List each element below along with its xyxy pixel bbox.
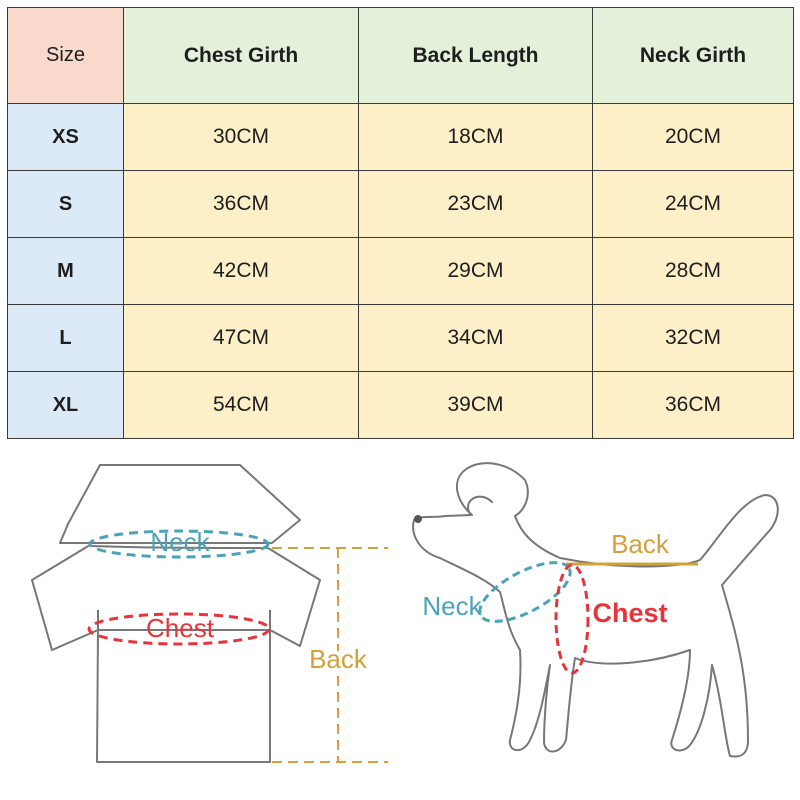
neck-cell: 28CM <box>592 237 794 305</box>
size-cell: M <box>7 237 124 305</box>
shirt-back-label: Back <box>309 644 368 674</box>
neck-cell: 24CM <box>592 170 794 238</box>
back-cell: 39CM <box>358 371 593 439</box>
chest-cell: 42CM <box>123 237 359 305</box>
shirt-neck-label: Neck <box>150 527 210 557</box>
table-row: M 42CM 29CM 28CM <box>7 237 794 305</box>
back-cell: 23CM <box>358 170 593 238</box>
neck-cell: 36CM <box>592 371 794 439</box>
shirt-chest-ellipse <box>87 612 271 646</box>
header-chest-girth: Chest Girth <box>123 7 359 104</box>
table-row: L 47CM 34CM 32CM <box>7 304 794 372</box>
measurement-diagram: Neck Chest Back Back Neck Chest <box>31 462 779 763</box>
neck-cell: 20CM <box>592 103 794 171</box>
chest-cell: 30CM <box>123 103 359 171</box>
shirt-right-sleeve-shape <box>267 547 321 647</box>
shirt-shoulder-line <box>91 545 269 549</box>
size-cell: XL <box>7 371 124 439</box>
header-size: Size <box>7 7 124 104</box>
back-cell: 29CM <box>358 237 593 305</box>
size-chart-table: Size Chest Girth Back Length Neck Girth … <box>7 7 794 439</box>
table-row: XS 30CM 18CM 20CM <box>7 103 794 171</box>
dog-neck-ellipse <box>478 561 572 623</box>
dog-ear-shape <box>467 495 493 515</box>
neck-cell: 32CM <box>592 304 794 372</box>
dog-chest-label: Chest <box>592 598 667 628</box>
size-cell: L <box>7 304 124 372</box>
header-neck-girth: Neck Girth <box>592 7 794 104</box>
shirt-neck-ellipse <box>88 529 270 559</box>
table-header-row: Size Chest Girth Back Length Neck Girth <box>7 7 794 104</box>
shirt-back-measure <box>272 547 388 763</box>
back-cell: 34CM <box>358 304 593 372</box>
back-cell: 18CM <box>358 103 593 171</box>
shirt-illustration <box>31 464 321 763</box>
table-row: XL 54CM 39CM 36CM <box>7 371 794 439</box>
shirt-left-sleeve-shape <box>31 544 99 651</box>
shirt-collar-shape <box>59 464 301 544</box>
table-row: S 36CM 23CM 24CM <box>7 170 794 238</box>
size-cell: S <box>7 170 124 238</box>
dog-back-label: Back <box>611 529 670 559</box>
dog-eye <box>414 515 422 523</box>
shirt-chest-label: Chest <box>146 613 215 643</box>
header-back-length: Back Length <box>358 7 593 104</box>
chest-cell: 36CM <box>123 170 359 238</box>
dog-neck-label: Neck <box>422 591 482 621</box>
size-cell: XS <box>7 103 124 171</box>
shirt-body-shape <box>96 629 271 763</box>
chest-cell: 47CM <box>123 304 359 372</box>
dog-chest-ellipse <box>554 563 590 675</box>
chest-cell: 54CM <box>123 371 359 439</box>
